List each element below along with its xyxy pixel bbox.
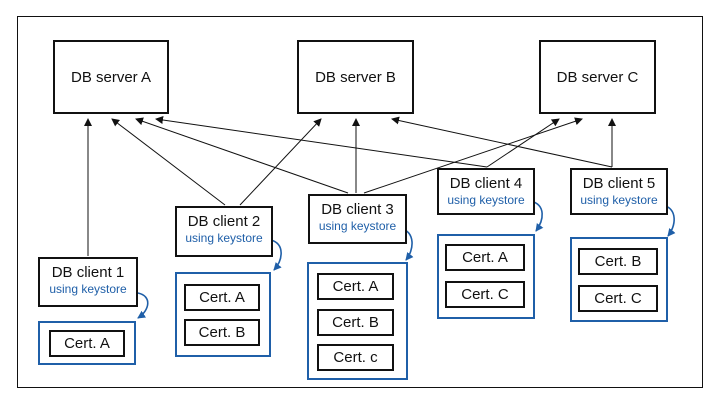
client-keystore-note: using keystore bbox=[49, 282, 127, 296]
db-client-5: DB client 5 using keystore bbox=[570, 168, 668, 215]
client-label: DB client 1 bbox=[51, 264, 125, 281]
client-keystore-note: using keystore bbox=[580, 193, 658, 207]
keystore-link-client2 bbox=[270, 239, 282, 271]
server-label: DB server C bbox=[556, 68, 639, 86]
cert-item: Cert. A bbox=[184, 284, 260, 311]
link-client3-serverA bbox=[135, 117, 349, 194]
client-keystore-note: using keystore bbox=[185, 231, 263, 245]
link-client4-serverC bbox=[486, 118, 560, 168]
cert-item: Cert. C bbox=[445, 281, 525, 308]
cert-item: Cert. C bbox=[578, 285, 658, 312]
diagram-frame bbox=[17, 16, 703, 388]
client-label: DB client 2 bbox=[187, 213, 261, 230]
link-client5-serverB bbox=[391, 116, 613, 168]
db-client-4: DB client 4 using keystore bbox=[437, 168, 535, 215]
cert-item: Cert. B bbox=[578, 248, 658, 275]
client-label: DB client 4 bbox=[449, 175, 523, 192]
client-keystore-note: using keystore bbox=[318, 219, 397, 233]
cert-item: Cert. A bbox=[445, 244, 525, 271]
client-keystore-note: using keystore bbox=[447, 193, 525, 207]
cert-item: Cert. A bbox=[49, 330, 125, 357]
keystore-client-3: Cert. A Cert. B Cert. c bbox=[307, 262, 408, 380]
client-label: DB client 3 bbox=[321, 201, 394, 218]
link-client2-serverA bbox=[111, 118, 226, 206]
db-client-1: DB client 1 using keystore bbox=[38, 257, 138, 307]
link-client2-serverB bbox=[239, 118, 322, 206]
link-client4-serverA bbox=[155, 116, 488, 168]
keystore-link-client1 bbox=[137, 292, 149, 319]
db-client-3: DB client 3 using keystore bbox=[308, 194, 407, 244]
link-client3-serverC bbox=[363, 117, 583, 194]
client-label: DB client 5 bbox=[582, 175, 656, 192]
server-label: DB server B bbox=[315, 68, 396, 86]
server-label: DB server A bbox=[70, 68, 152, 86]
keystore-client-2: Cert. A Cert. B bbox=[175, 272, 271, 357]
keystore-client-5: Cert. B Cert. C bbox=[570, 237, 668, 322]
db-server-a: DB server A bbox=[53, 40, 169, 114]
cert-item: Cert. B bbox=[317, 309, 394, 336]
db-client-2: DB client 2 using keystore bbox=[175, 206, 273, 257]
keystore-client-4: Cert. A Cert. C bbox=[437, 234, 535, 319]
cert-item: Cert. B bbox=[184, 319, 260, 346]
cert-item: Cert. c bbox=[317, 344, 394, 371]
db-server-b: DB server B bbox=[297, 40, 414, 114]
db-server-c: DB server C bbox=[539, 40, 656, 114]
cert-item: Cert. A bbox=[317, 273, 394, 300]
keystore-client-1: Cert. A bbox=[38, 321, 136, 365]
